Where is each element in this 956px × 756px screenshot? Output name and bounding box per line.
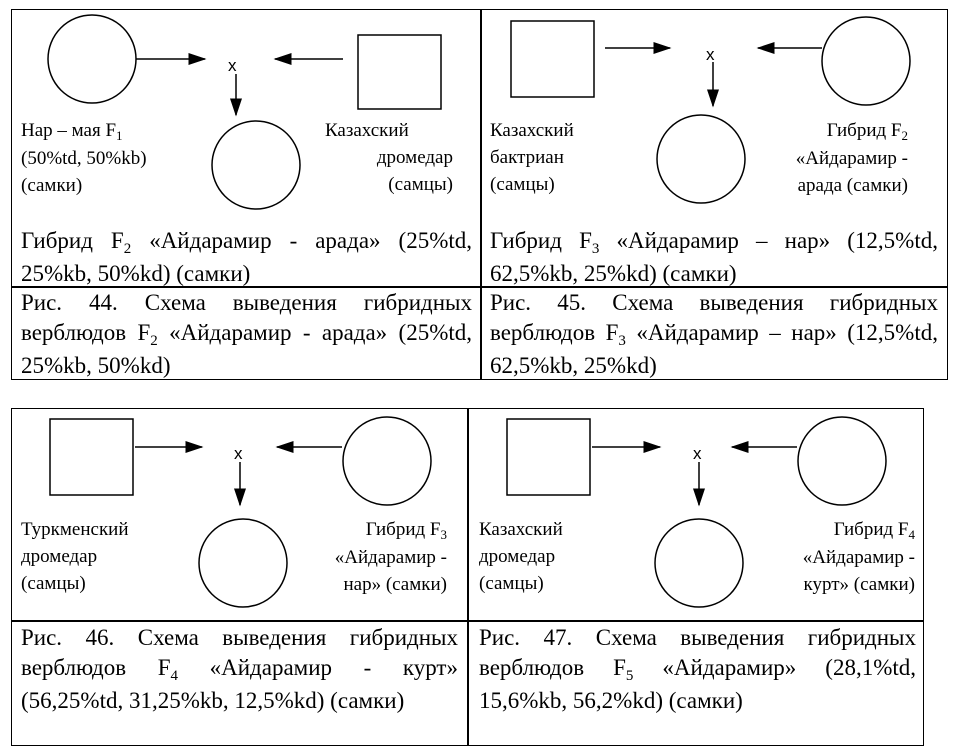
- male-parent-square: [49, 418, 134, 496]
- female-parent-circle: [47, 14, 137, 104]
- female-parent-label: Нар – мая F1 (50%td, 50%kb) (самки): [21, 120, 147, 196]
- offspring-result-text: Гибрид F2 «Айдарамир - арада» (25%td, 25…: [21, 228, 472, 286]
- top-table-divider-vertical: [480, 9, 482, 380]
- female-parent-label: Гибрид F2 «Айдарамир - арада (самки): [795, 120, 908, 196]
- bottom-table-divider-horizontal: [11, 620, 924, 622]
- figure-caption-44: Рис. 44. Схема выведения гибридных вербл…: [21, 290, 472, 378]
- female-parent-label: Гибрид F3 «Айдарамир - нар» (самки): [334, 519, 447, 595]
- cross-symbol: x: [228, 56, 237, 75]
- cross-symbol: x: [706, 45, 715, 64]
- male-parent-label: Туркменский дромедар (самцы): [21, 519, 129, 594]
- top-table-divider-horizontal: [11, 286, 948, 288]
- male-parent-square: [510, 20, 595, 98]
- female-parent-circle: [821, 16, 911, 106]
- male-parent-label: Казахский бактриан (самцы): [490, 120, 574, 195]
- cross-symbol: x: [234, 444, 243, 463]
- offspring-circle: [654, 518, 744, 608]
- offspring-circle: [656, 114, 746, 204]
- cross-symbol: x: [693, 444, 702, 463]
- figure-caption-45: Рис. 45. Схема выведения гибридных вербл…: [490, 290, 938, 378]
- offspring-circle: [198, 518, 288, 608]
- top-table: [11, 9, 948, 380]
- figure-caption-47: Рис. 47. Схема выведения гибридных вербл…: [479, 625, 916, 713]
- figure-caption-46: Рис. 46. Схема выведения гибридных вербл…: [21, 625, 458, 713]
- offspring-result-text: Гибрид F3 «Айдарамир – нар» (12,5%td, 62…: [490, 228, 938, 286]
- female-parent-label: Гибрид F4 «Айдарамир - курт» (самки): [802, 519, 915, 595]
- offspring-circle: [211, 120, 301, 210]
- male-parent-label: Казахский дромедар (самцы): [325, 120, 453, 195]
- male-parent-square: [506, 418, 591, 496]
- female-parent-circle: [342, 416, 432, 506]
- female-parent-circle: [797, 416, 887, 506]
- male-parent-label: Казахский дромедар (самцы): [479, 519, 563, 594]
- bottom-table-divider-vertical: [467, 408, 469, 746]
- male-parent-square: [357, 34, 442, 110]
